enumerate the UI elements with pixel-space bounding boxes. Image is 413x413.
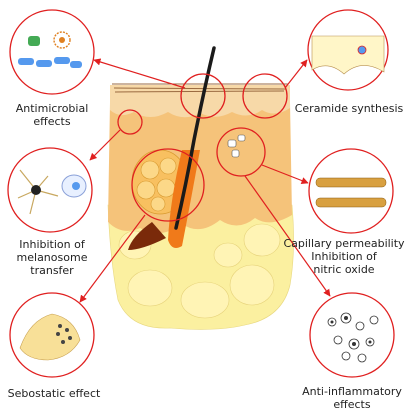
ceramide-layer-icon xyxy=(311,35,385,75)
label-antimicrobial: Antimicrobial effects xyxy=(15,102,89,128)
circle-ceramide xyxy=(307,9,389,91)
label-capillary-nitric: Capillary permeability Inhibition of nit… xyxy=(283,237,405,276)
circle-melanosome xyxy=(7,147,93,233)
highlight-circles xyxy=(117,73,288,222)
immune-cells-icon xyxy=(327,312,379,363)
label-anti-inflammatory: Anti-inflammatory effects xyxy=(302,385,402,411)
capillary-icon xyxy=(315,177,387,208)
sebocyte-icon xyxy=(19,313,81,361)
dermal-cells xyxy=(227,134,246,158)
stratum-corneum xyxy=(112,83,288,93)
circle-antiinflammatory xyxy=(309,292,395,378)
label-sebostatic: Sebostatic effect xyxy=(7,387,101,400)
circle-sebostatic xyxy=(9,292,95,378)
circle-antimicrobial xyxy=(9,9,95,95)
arrows xyxy=(79,58,331,303)
circle-capillary xyxy=(308,148,394,234)
dark-papilla xyxy=(128,222,166,250)
label-melanosome-transfer: Inhibition of melanosome transfer xyxy=(16,238,88,277)
epidermis xyxy=(110,85,290,118)
fat-lobules xyxy=(118,223,281,319)
skin-cross-section xyxy=(107,46,294,330)
melanocyte-icon xyxy=(17,169,59,215)
bacteria-icon xyxy=(18,31,82,68)
label-ceramide-synthesis: Ceramide synthesis xyxy=(294,102,404,115)
